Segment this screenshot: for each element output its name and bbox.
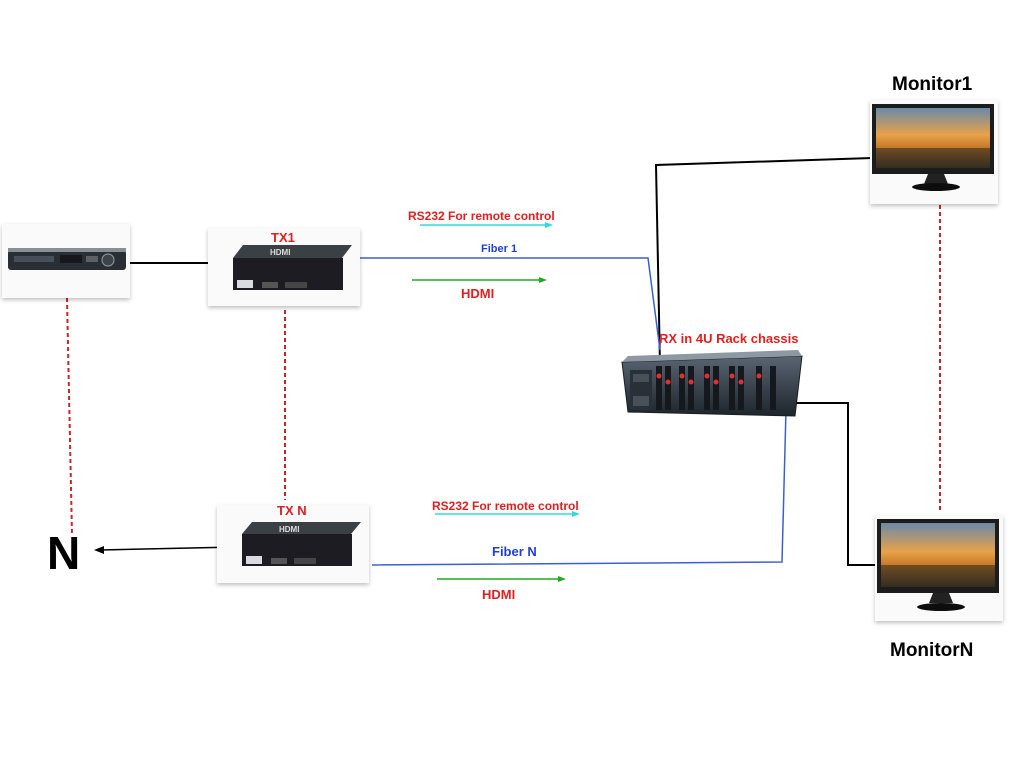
- rx-cards: [656, 366, 776, 410]
- dvr-device: [2, 224, 130, 298]
- monitorn-label: MonitorN: [890, 640, 974, 661]
- hdmi-arrowhead-top: [539, 277, 547, 283]
- monitor1-label: Monitor1: [892, 74, 973, 95]
- fiber-n-line: [371, 409, 787, 566]
- tx1-hdmi-logo: HDMI: [270, 248, 290, 257]
- n-label: N: [47, 527, 81, 579]
- tx1-device: [208, 228, 360, 306]
- fiber1-label: Fiber 1: [481, 243, 518, 255]
- dashed-line-dvr-to-n: [66, 297, 73, 536]
- txn-device: [217, 505, 369, 583]
- fibern-label: Fiber N: [492, 544, 537, 559]
- rs232-label-top: RS232 For remote control: [408, 209, 555, 223]
- monitorn: [875, 515, 1003, 621]
- monitor1: [870, 100, 998, 204]
- cable-arrowhead: [94, 546, 104, 554]
- rx-rack-chassis: [621, 350, 803, 417]
- rs232-label-bottom: RS232 For remote control: [432, 499, 579, 513]
- cable-n-to-txn: [99, 546, 238, 551]
- rs232-arrowhead-bottom: [572, 511, 580, 517]
- txn-label: TX N: [277, 503, 307, 518]
- hdmi-label-bottom: HDMI: [482, 587, 516, 602]
- hdmi-label-top: HDMI: [461, 286, 495, 301]
- rx-label: RX in 4U Rack chassis: [659, 331, 799, 346]
- hdmi-arrowhead-bottom: [558, 576, 566, 582]
- fiber-1-line: [360, 257, 661, 351]
- cable-rx-to-monitor1: [654, 157, 873, 366]
- cable-rx-to-monitorn: [790, 402, 878, 566]
- rs232-arrowhead-top: [545, 222, 553, 228]
- tx1-label: TX1: [271, 230, 295, 245]
- txn-hdmi-logo: HDMI: [279, 525, 299, 534]
